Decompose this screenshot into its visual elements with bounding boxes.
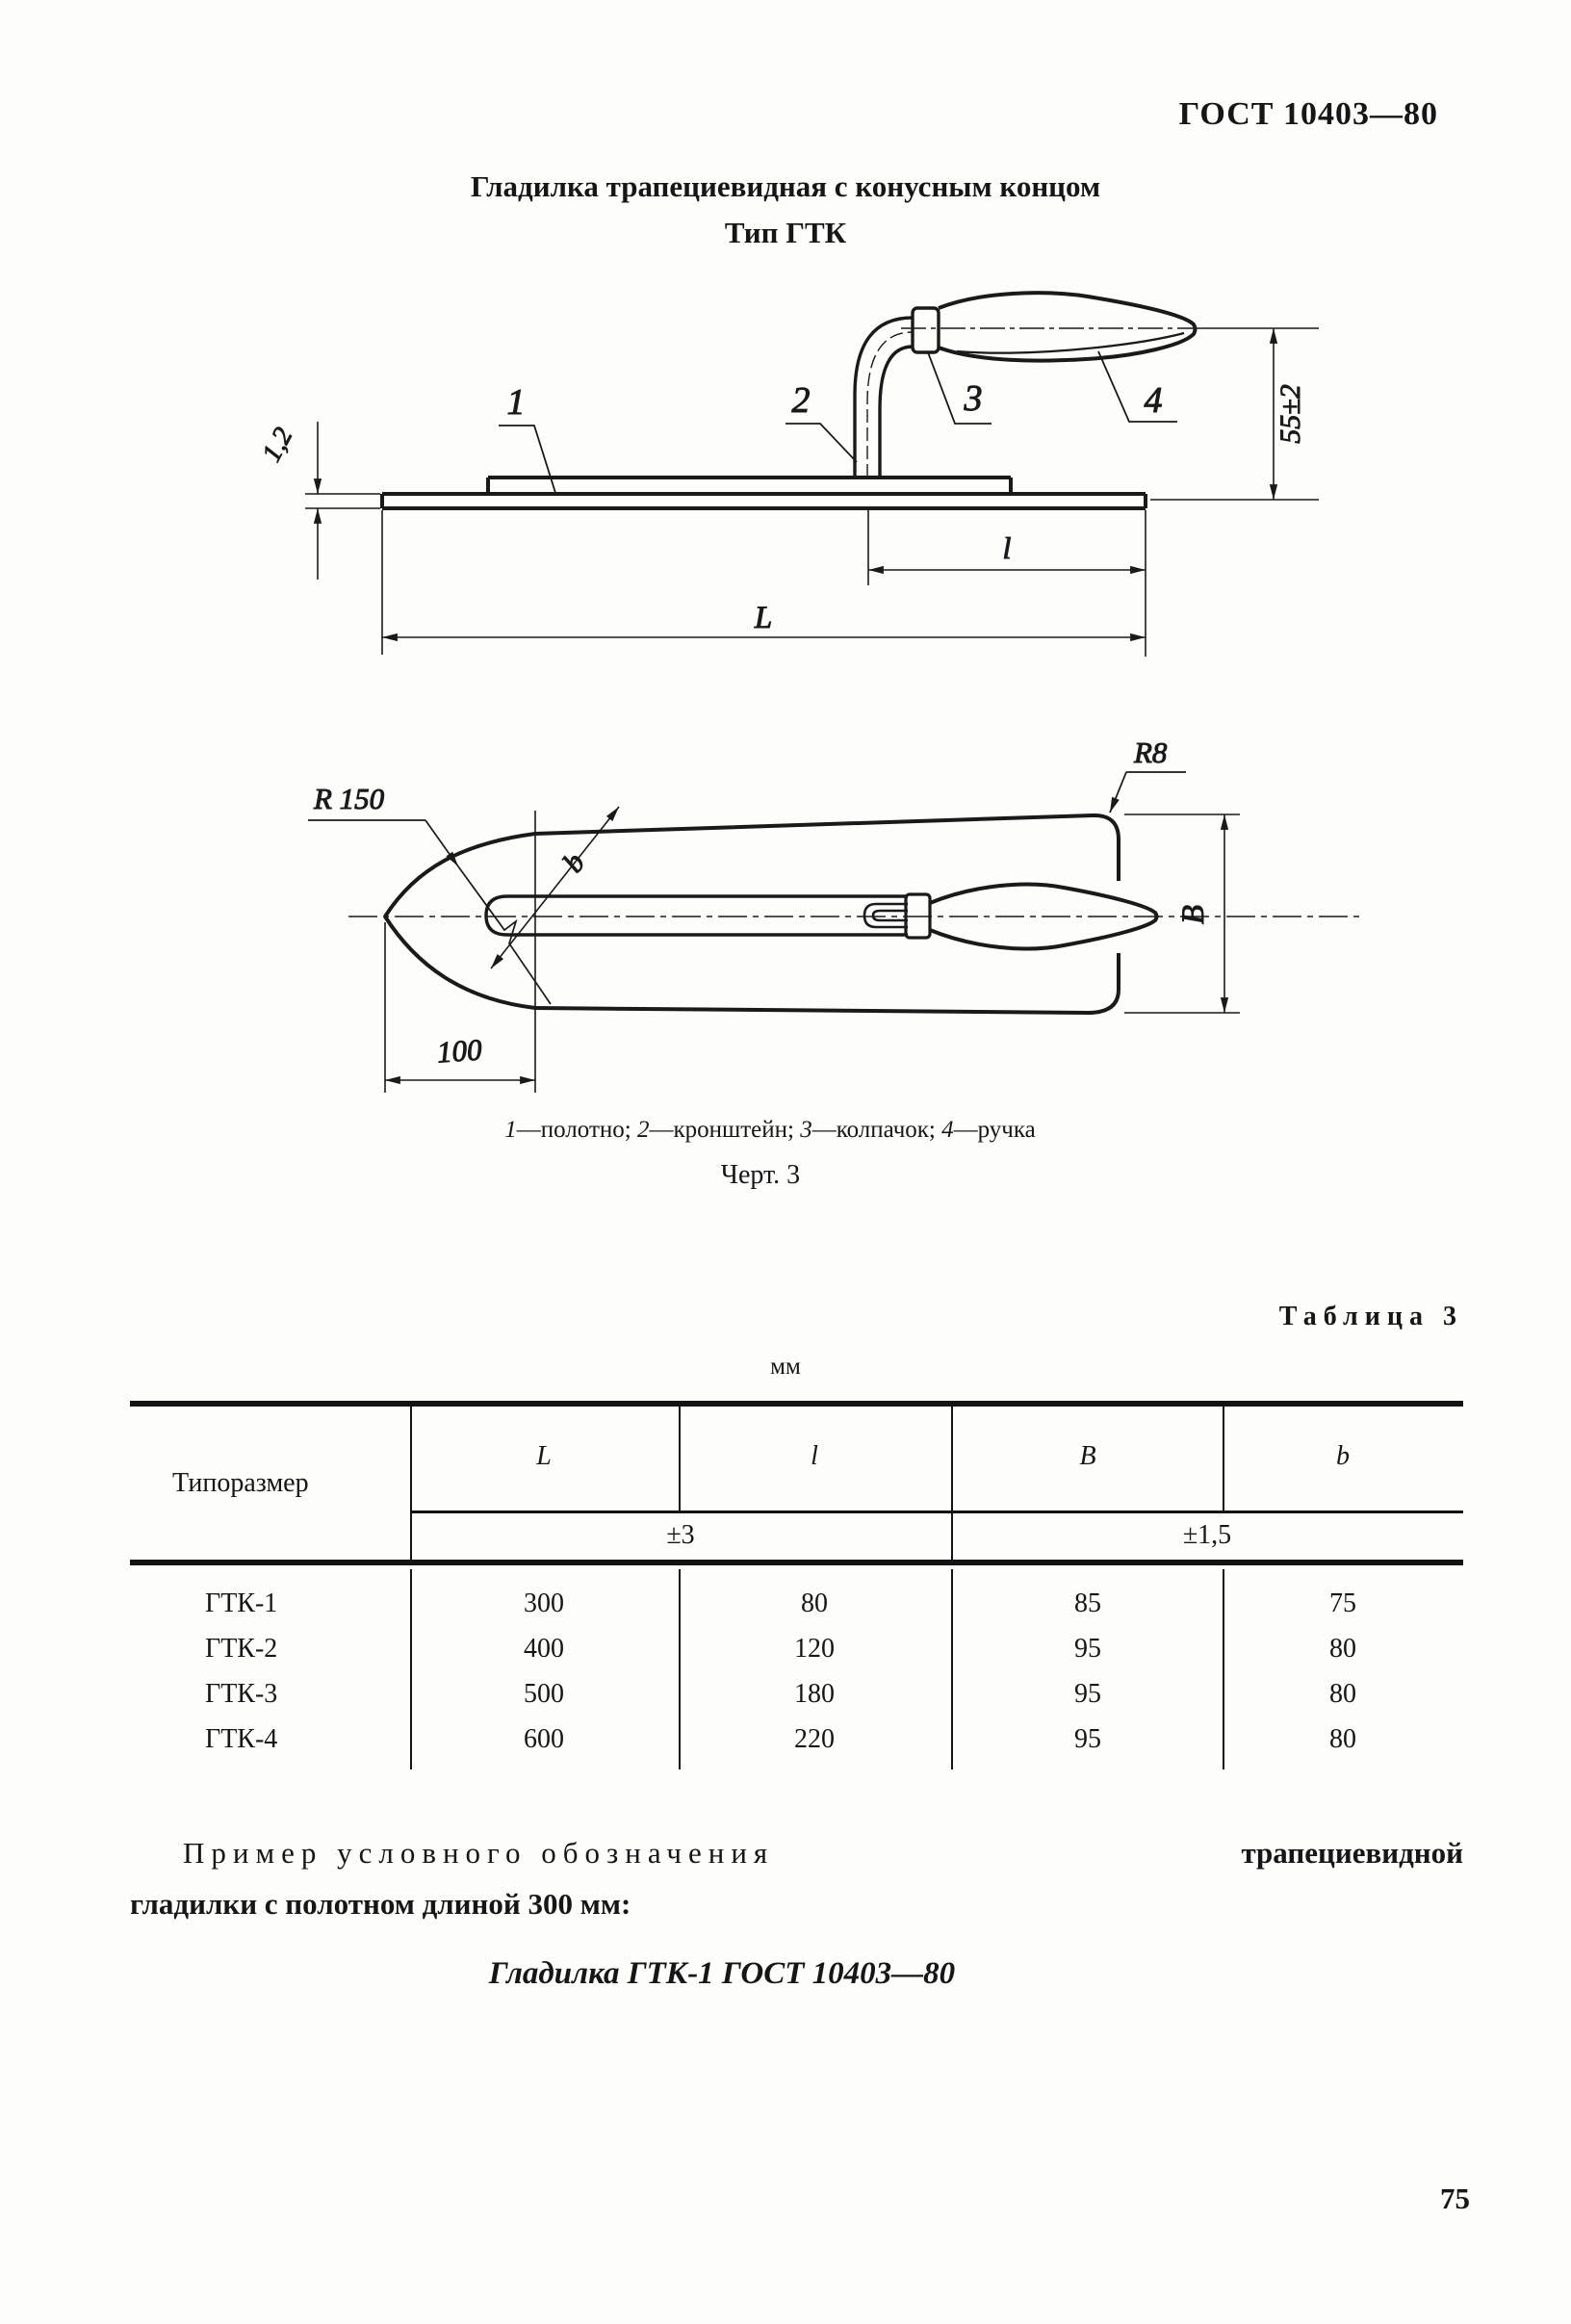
dim-height: [1150, 327, 1319, 501]
row2-b: 80: [1329, 1634, 1356, 1664]
tolerance-Bb: ±1,5: [1182, 1520, 1232, 1550]
row3-b: 80: [1329, 1679, 1356, 1709]
dim-b-label: b: [555, 846, 591, 879]
cap-side: [911, 306, 940, 354]
bracket-top: [863, 902, 908, 929]
title-line1: Гладилка трапециевидная с конусным концо…: [470, 169, 1101, 203]
cap-top: [904, 892, 932, 940]
row2-l: 120: [794, 1634, 835, 1664]
table-header-subrule: [410, 1511, 1463, 1513]
row3-B: 95: [1074, 1679, 1101, 1709]
caption-text-1: —полотно;: [516, 1117, 637, 1143]
figure-title: Гладилка трапециевидная с конусным концо…: [0, 169, 1571, 250]
row1-B: 85: [1074, 1588, 1101, 1618]
title-line2: Тип ГТК: [724, 216, 847, 249]
figure-caption: 1—полотно; 2—кронштейн; 3—колпачок; 4—ру…: [0, 1117, 1540, 1144]
row4-B: 95: [1074, 1724, 1101, 1754]
technical-drawing: 1,2 55±2 l L: [256, 291, 1359, 1093]
row1-b: 75: [1329, 1588, 1356, 1618]
dim-l-label: l: [1003, 530, 1012, 565]
row3-L: 500: [524, 1679, 564, 1709]
table-vline-2b: [679, 1569, 681, 1769]
dim-100: [384, 811, 536, 1093]
table-top-rule: [130, 1401, 1463, 1407]
example-line1: Пример условного обозначения трапециевид…: [183, 1836, 1463, 1871]
example-tail: трапециевидной: [1241, 1836, 1463, 1870]
table-vline-1b: [410, 1569, 412, 1769]
example-spaced: Пример условного обозначения: [183, 1836, 775, 1870]
r150-label: R 150: [313, 782, 385, 815]
col-head-L: L: [536, 1441, 552, 1471]
r150-callout: [308, 819, 552, 1005]
part-callouts-side: [499, 350, 1177, 497]
figure-number: Черт. 3: [720, 1160, 801, 1190]
table-units: мм: [770, 1354, 801, 1380]
dim-thickness: [305, 422, 380, 580]
dim-height-label: 55±2: [1275, 384, 1306, 443]
page-number: 75: [1440, 2182, 1470, 2215]
row4-name: ГТК-4: [205, 1724, 278, 1754]
table-vline-3: [951, 1407, 953, 1560]
dim-100-label: 100: [436, 1032, 483, 1069]
table-vline-2: [679, 1407, 681, 1511]
caption-text-2: —кронштейн;: [649, 1117, 801, 1143]
table-vline-3b: [951, 1569, 953, 1769]
dim-L: [381, 510, 1146, 655]
row4-l: 220: [794, 1724, 835, 1754]
part1-label: 1: [507, 382, 526, 423]
dim-B: [1124, 813, 1240, 1014]
table-label: Таблица 3: [1278, 1302, 1463, 1331]
example-designation: Гладилка ГТК-1 ГОСТ 10403—80: [488, 1956, 956, 1991]
dim-b: [490, 806, 620, 969]
handle-side: [901, 291, 1201, 363]
blade-side-outline: [380, 476, 1147, 510]
col-head-B: B: [1079, 1441, 1096, 1471]
caption-num-2: 2: [636, 1117, 650, 1143]
caption-text-3: —колпачок;: [811, 1117, 942, 1143]
blade-top-outline: [383, 813, 1120, 1016]
caption-num-4: 4: [941, 1117, 954, 1143]
table-header-rule: [130, 1560, 1463, 1565]
side-view: 1,2 55±2 l L: [256, 291, 1319, 657]
size-table: Типоразмер L l B b ±3 ±1,5 ГТК-1 300 80 …: [130, 1401, 1463, 1776]
table-vline-1: [410, 1407, 412, 1560]
dim-L-label: L: [754, 601, 772, 635]
col-head-typoraz: Типоразмер: [172, 1468, 309, 1498]
handle-top: [929, 882, 1159, 951]
caption-num-3: 3: [800, 1117, 812, 1143]
r8-callout: [1109, 771, 1186, 813]
bracket-side: [853, 316, 914, 478]
top-view: R 150 R8 b B: [308, 736, 1359, 1093]
row1-l: 80: [801, 1588, 828, 1618]
tolerance-Ll: ±3: [666, 1520, 695, 1550]
row2-B: 95: [1074, 1634, 1101, 1664]
part2-label: 2: [792, 380, 811, 421]
caption-text-4: —ручка: [953, 1117, 1036, 1143]
row4-b: 80: [1329, 1724, 1356, 1754]
dim-B-label: B: [1176, 905, 1211, 924]
r8-label: R8: [1133, 736, 1168, 769]
dim-thickness-label: 1,2: [257, 423, 299, 466]
dim-l: [867, 510, 1146, 657]
row1-L: 300: [524, 1588, 564, 1618]
part3-label: 3: [964, 378, 983, 419]
row3-name: ГТК-3: [205, 1679, 278, 1709]
row4-L: 600: [524, 1724, 564, 1754]
table-vline-4: [1223, 1407, 1224, 1511]
handle-slot: [484, 894, 908, 937]
caption-num-1: 1: [504, 1117, 517, 1143]
col-head-l: l: [811, 1441, 818, 1471]
part4-label: 4: [1145, 380, 1163, 421]
row2-L: 400: [524, 1634, 564, 1664]
table-vline-4b: [1223, 1569, 1224, 1769]
standard-code: ГОСТ 10403—80: [1178, 96, 1438, 132]
col-head-b: b: [1336, 1441, 1350, 1471]
example-line2: гладилки с полотном длиной 300 мм:: [130, 1887, 631, 1921]
row2-name: ГТК-2: [205, 1634, 278, 1664]
row1-name: ГТК-1: [205, 1588, 278, 1618]
row3-l: 180: [794, 1679, 835, 1709]
